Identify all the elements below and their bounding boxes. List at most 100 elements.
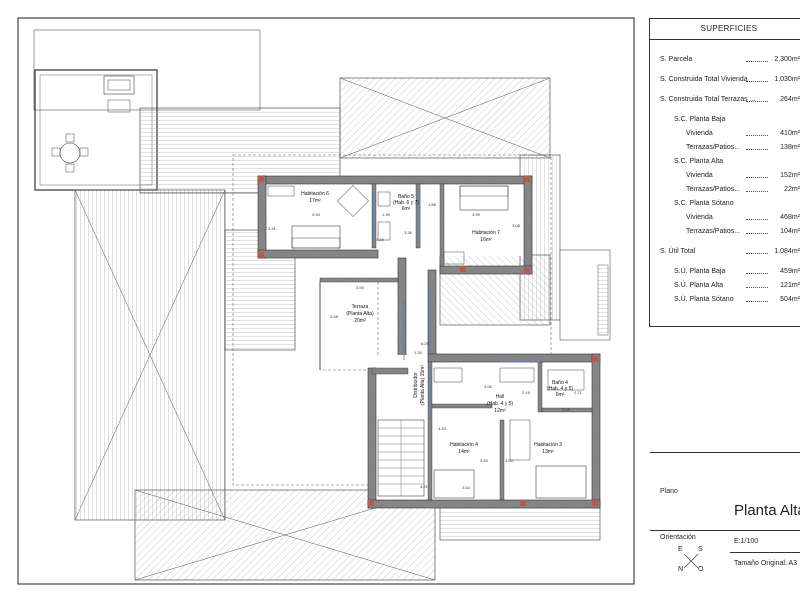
dim-label: 5.30 <box>312 212 321 217</box>
lower-wall-bottom <box>367 499 601 509</box>
roof-terrace <box>34 69 158 191</box>
title-block: Plano Planta Alta Orientación E:1/100 Ta… <box>636 452 800 582</box>
plano-value: Planta Alta <box>734 502 800 519</box>
lower-wall-right <box>591 353 601 509</box>
surface-label: Vivienda <box>686 214 713 221</box>
dim-label: 5.48 <box>330 314 339 319</box>
label-hab7-name: Habitación 7 <box>472 230 500 236</box>
surface-value: 264m² <box>780 96 800 103</box>
surface-value: 104m² <box>780 228 800 235</box>
floor-plan: Habitación 6 17m² Baño 5 (Hab. 6 y 7) 6m… <box>17 17 635 585</box>
surface-value: 410m² <box>780 130 800 137</box>
surface-label: Terrazas/Patios... <box>686 144 741 151</box>
dim-label: 1.39 <box>382 212 391 217</box>
surface-label: S.C. Planta Baja <box>674 116 726 123</box>
surface-label: S.Ú. Planta Sótano <box>674 296 734 303</box>
dim-label: 3.08 <box>512 223 521 228</box>
surface-label: S. Útil Total <box>660 248 696 255</box>
surface-value: 504m² <box>780 296 800 303</box>
label-hab6-name: Habitación 6 <box>301 191 329 197</box>
dim-label: 2.16 <box>522 390 531 395</box>
label-bano4-area: 6m² <box>556 392 565 398</box>
surface-row: Terrazas/Patios...104m² <box>650 227 800 237</box>
surface-value: 152m² <box>780 172 800 179</box>
upper-wall-right <box>523 175 533 275</box>
dim-label: 3.40 <box>480 458 489 463</box>
compass-s: S <box>698 546 703 553</box>
surface-label: Vivienda <box>686 130 713 137</box>
roof-mid-right <box>439 254 551 326</box>
dim-label: 1.30 <box>414 350 423 355</box>
dim-label: 3.90 <box>356 285 365 290</box>
drawing-frame <box>17 17 635 585</box>
surface-label: S. Construida Total Terrazas ... <box>660 96 756 103</box>
surface-row: S.Ú. Planta Sótano 504m² <box>650 295 800 305</box>
surface-value: 468m² <box>780 214 800 221</box>
label-bano5-sub: (Hab. 6 y 7) <box>393 200 419 206</box>
dim-label: 2.71 <box>574 390 583 395</box>
surface-value: 138m² <box>780 144 800 151</box>
upper-wall-left <box>257 175 267 259</box>
label-distribuidor-name: Distribuidor <box>413 372 419 398</box>
surface-row: S.C. Planta Sótano <box>650 199 800 209</box>
dim-label: 4.40 <box>438 426 447 431</box>
orientacion-label: Orientación <box>660 534 696 541</box>
dim-label: 3.99 <box>472 212 481 217</box>
corridor-wall-right <box>427 269 437 361</box>
label-hall-name: Hall <box>496 394 505 400</box>
lower-wall-left <box>367 367 377 509</box>
corridor-wall-left <box>397 257 407 369</box>
plano-label: Plano <box>660 488 678 495</box>
dim-label: 3.06 <box>484 384 493 389</box>
label-bano5-area: 6m² <box>402 206 411 212</box>
surfaces-title: SUPERFICIES <box>650 19 800 40</box>
compass-arrow-icon <box>683 553 699 569</box>
dim-label: 1.88 <box>428 202 437 207</box>
surface-row: Vivienda 410m² <box>650 129 800 139</box>
compass-rose: E S N O <box>672 546 708 578</box>
label-hab7-area: 16m² <box>480 237 492 243</box>
lounger <box>107 99 131 113</box>
desk-hab6 <box>267 185 295 197</box>
surface-row: S.Ú. Planta Alta 121m² <box>650 281 800 291</box>
lower-block-floor <box>370 355 600 503</box>
dim-label: 1.29 <box>376 237 385 242</box>
label-hab4-name: Habitación 4 <box>450 442 478 448</box>
paper-size: Tamaño Original: A3 <box>734 560 798 567</box>
label-terraza-name: Terraza <box>352 304 369 310</box>
label-bano5-name: Baño 5 <box>398 194 414 200</box>
dim-label: 3.31 <box>268 226 277 231</box>
label-hab3-area: 13m² <box>542 449 554 455</box>
dim-label: 2.05 <box>562 407 571 412</box>
bed-hab4 <box>433 469 475 499</box>
dim-label: 6.25 <box>421 341 430 346</box>
surface-value: 459m² <box>780 268 800 275</box>
surface-row: S.C. Planta Alta <box>650 157 800 167</box>
label-hab3-name: Habitación 3 <box>534 442 562 448</box>
surface-value: 121m² <box>780 282 800 289</box>
label-bano4-name: Baño 4 <box>552 380 568 386</box>
lower-wall-top <box>427 353 601 363</box>
staircase <box>377 419 425 497</box>
upper-block-floor <box>262 176 532 256</box>
compass-e: E <box>678 546 683 553</box>
dim-label: 3.54 <box>462 485 471 490</box>
surface-value: 22m² <box>784 186 800 193</box>
surface-label: S.C. Planta Sótano <box>674 200 734 207</box>
dim-label: 3.36 <box>404 230 413 235</box>
table <box>59 142 81 164</box>
surface-label: S.C. Planta Alta <box>674 158 724 165</box>
surface-label: S.Ú. Planta Alta <box>674 282 724 289</box>
surface-row: Terrazas/Patios... 22m² <box>650 185 800 195</box>
surface-label: S. Construida Total Vivienda <box>660 76 748 83</box>
compass-o: O <box>698 566 704 573</box>
surface-row: S. Construida Total Terrazas ... 264m² <box>650 95 800 105</box>
dim-label: 4.21 <box>420 484 429 489</box>
surface-label: S. Parcela <box>660 56 693 63</box>
sofa <box>103 75 135 95</box>
surface-label: Terrazas/Patios... <box>686 186 741 193</box>
